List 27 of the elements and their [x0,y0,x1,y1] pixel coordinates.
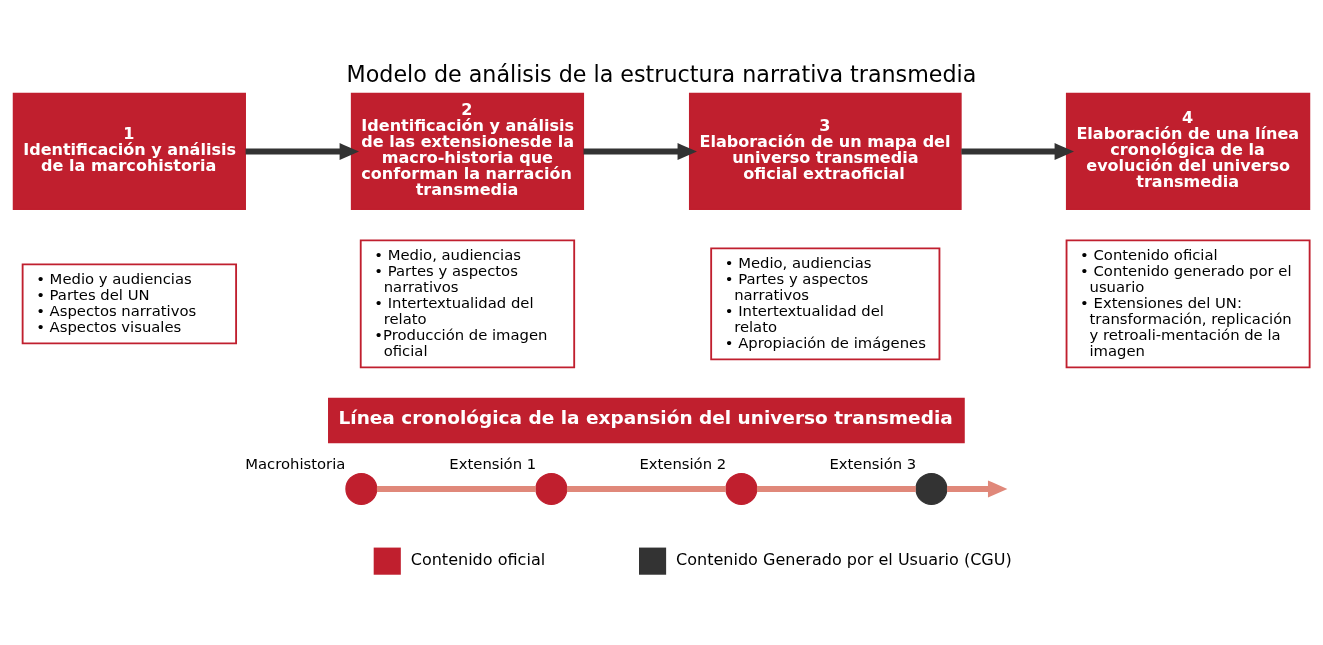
node-circle [915,472,948,505]
node-label: Extensión 1 [449,454,537,472]
node-box: • Contenido oficial • Contenido generado por el usuario • Extensiones del UN: transformación, replicación y retroali-mentación de la imagen [1065,238,1311,368]
node-box: Línea cronológica de la expansión del universo transmedia [328,397,965,443]
node-label: Macrohistoria [245,454,346,472]
legend-label: Contenido oficial [410,549,546,569]
connector [757,485,916,492]
node-label: Extensión 3 [829,454,917,472]
node-label: Extensión 2 [639,454,727,472]
connector [376,485,536,492]
arrow [245,142,359,160]
node-box: • Medio, audiencias • Partes y aspectos narrativos • Intertextualidad del relato • Apropiación de imágenes [710,246,941,360]
node-circle [345,472,378,505]
node-box: 3 Elaboración de un mapa del universo transmedia oficial extraoficial [688,92,962,210]
node-circle [535,472,568,505]
node-box: 2 Identificación y análisis de las extensionesde la macro-historia que conforman la narración transmedia [350,92,585,210]
diagram-title: Modelo de análisis de la estructura narrativa transmedia [346,60,977,87]
arrow [583,142,697,160]
connector [566,485,726,492]
arrow [961,142,1074,160]
node-box: • Medio, audiencias • Partes y aspectos narrativos • Intertextualidad del relato •Producción de imagen oficial [359,238,576,368]
node-box: 1 Identificación y análisis de la marcohistoria [12,92,246,210]
node-box: 4 Elaboración de una línea cronológica de la evolución del universo transmedia [1065,92,1311,210]
node-circle [725,472,758,505]
node-box: • Medio y audiencias • Partes del UN • Aspectos narrativos • Aspectos visuales [21,262,238,344]
legend-label: Contenido Generado por el Usuario (CGU) [676,549,1012,569]
arrow [947,479,1008,497]
